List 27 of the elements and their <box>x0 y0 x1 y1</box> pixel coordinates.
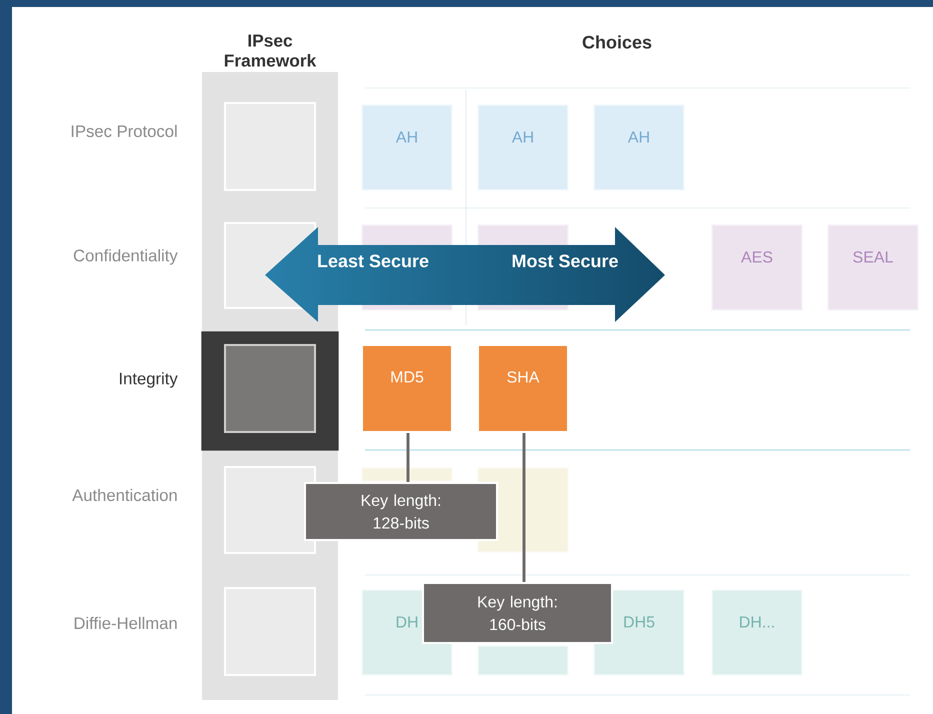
row-label: Integrity <box>120 372 178 388</box>
arrow-label: Most Secure <box>512 254 618 268</box>
choice-box: AES <box>711 224 803 311</box>
row-label: IPsec Protocol <box>72 124 177 138</box>
algorithm-box: SHA <box>477 344 569 433</box>
arrow-label: Least Secure <box>318 254 428 268</box>
choice-box: DH... <box>711 589 803 676</box>
callout-tooltip: Key length: 128-bits <box>304 482 498 541</box>
node-label: IPsec Framework <box>224 34 316 67</box>
row-label: Authentication <box>72 488 177 502</box>
framework-box <box>224 102 316 191</box>
leader-line <box>406 433 410 482</box>
row-label: Diffie-Hellman <box>74 616 177 630</box>
choice-box: AH <box>593 104 685 191</box>
choice-box <box>477 645 569 676</box>
choice-box <box>361 467 453 482</box>
callout-tooltip: Key length: 160-bits <box>422 582 613 644</box>
choice-box: AH <box>477 104 569 191</box>
column-heading: Choices <box>582 35 652 49</box>
choice-box: AH <box>361 104 453 191</box>
leader-line <box>522 433 526 582</box>
framework-box <box>224 344 316 433</box>
row-label: Confidentiality <box>74 249 178 265</box>
algorithm-box: MD5 <box>361 344 453 433</box>
framework-box <box>224 466 316 554</box>
choice-box: SEAL <box>827 224 919 311</box>
framework-box <box>224 586 316 676</box>
